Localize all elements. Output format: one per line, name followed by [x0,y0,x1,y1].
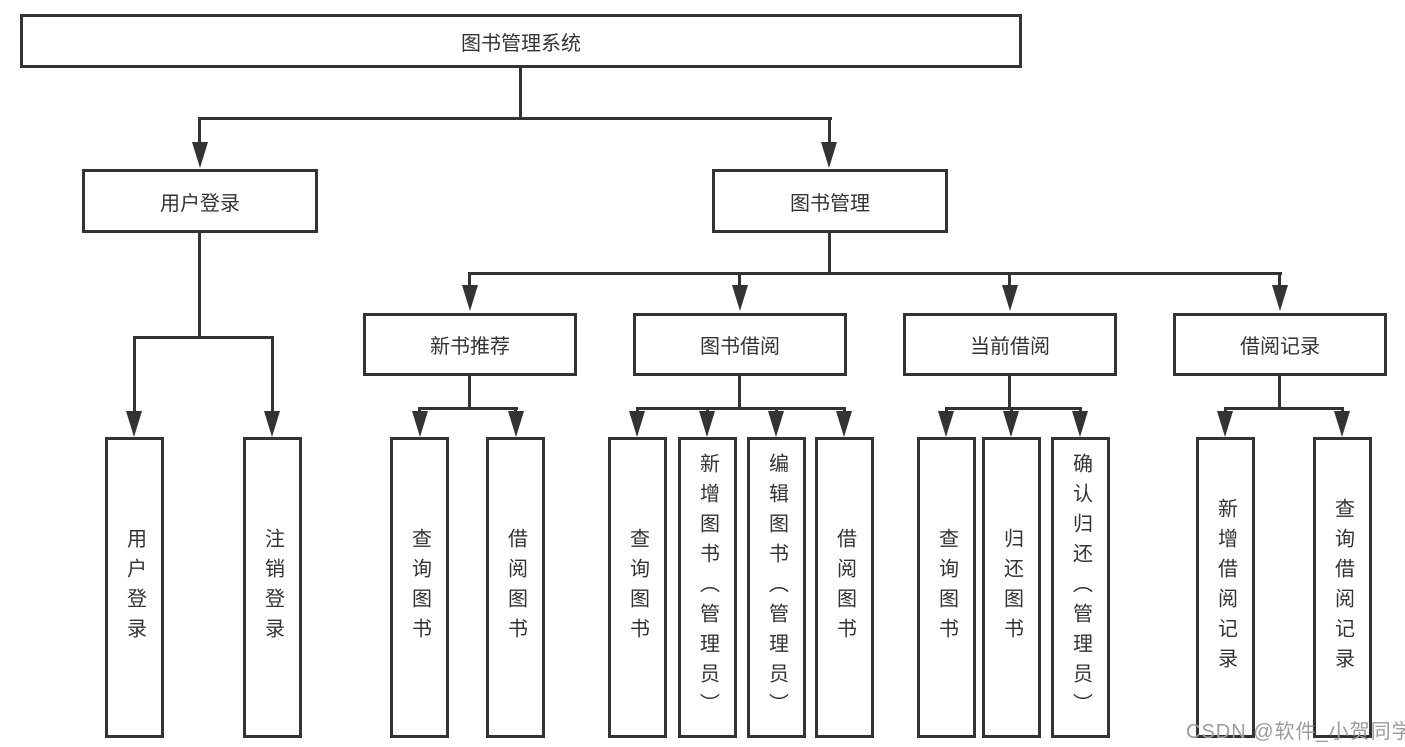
edge-leaf-drop [945,407,948,414]
node-label: 确认归还（管理员） [1069,452,1092,723]
edge-book-management-rail [468,272,1282,275]
arrowhead-new-book [462,285,478,311]
edge-leaf-drop [1079,407,1082,414]
node-label: 用户登录 [160,192,240,215]
node-label: 用户登录 [123,527,146,648]
edge-book-management-drop [828,117,831,144]
leaf-query-books-3: 查询图书 [917,437,976,738]
node-book-management-branch: 图书管理 [712,169,948,233]
node-label: 图书管理 [790,192,870,215]
node-label: 图书管理系统 [461,32,581,55]
node-label: 借阅图书 [504,527,527,648]
edge-leaf-drop [636,407,639,414]
arrowhead-leaf [836,411,852,437]
leaf-query-books-2: 查询图书 [608,437,667,738]
edge-borrow-records-drop [1278,272,1281,288]
leaf-user-login: 用户登录 [105,437,164,738]
node-label: 新增图书（管理员） [696,452,719,723]
arrowhead-leaf [938,411,954,437]
edge-borrow-records-rail [1224,407,1344,410]
node-label: 查询借阅记录 [1331,497,1354,678]
edge-book-borrow-drop [738,272,741,288]
arrowhead-leaf [508,411,524,437]
arrowhead-leaf [1003,411,1019,437]
edge-new-book-stem [468,376,471,409]
edge-login-leaf-drop [133,336,136,412]
arrowhead-book-management [821,142,837,168]
arrowhead-leaf [629,411,645,437]
node-current-borrowing: 当前借阅 [903,313,1117,376]
edge-borrow-records-stem [1278,376,1281,409]
node-label: 借阅记录 [1240,336,1320,358]
node-label: 新书推荐 [430,336,510,358]
edge-book-borrow-rail [636,407,846,410]
edge-root-stem [519,68,522,118]
arrowhead-logout-leaf [264,411,280,437]
edge-current-borrow-stem [1008,376,1011,409]
node-label: 查询图书 [935,527,958,648]
leaf-add-book-admin: 新增图书（管理员） [678,437,737,738]
node-label: 注销登录 [261,527,284,648]
node-label: 借阅图书 [833,527,856,648]
arrowhead-user-login [192,142,208,168]
node-label: 当前借阅 [970,336,1050,358]
edge-logout-leaf-drop [271,336,274,412]
edge-current-borrow-rail [945,407,1082,410]
leaf-logout: 注销登录 [243,437,302,738]
edge-user-login-stem [198,233,201,337]
arrowhead-leaf [768,411,784,437]
edge-root-rail [198,117,832,120]
node-borrowing-records: 借阅记录 [1173,313,1387,376]
node-label: 图书借阅 [700,336,780,358]
edge-book-management-stem [828,233,831,274]
arrowhead-leaf [699,411,715,437]
node-label: 查询图书 [408,527,431,648]
edge-new-book-drop [468,272,471,288]
leaf-add-borrow-record: 新增借阅记录 [1196,437,1255,738]
node-user-login-branch: 用户登录 [82,169,318,233]
edge-leaf-drop [1341,407,1344,414]
arrowhead-leaf [1334,411,1350,437]
edge-user-login-drop [198,117,201,144]
node-label: 归还图书 [1000,527,1023,648]
leaf-return-books: 归还图书 [982,437,1041,738]
edge-leaf-drop [706,407,709,414]
edge-current-borrow-drop [1008,272,1011,288]
edge-leaf-drop [843,407,846,414]
arrowhead-login-leaf [126,411,142,437]
arrowhead-leaf [1072,411,1088,437]
edge-leaf-drop [1010,407,1013,414]
leaf-borrow-books-2: 借阅图书 [815,437,874,738]
csdn-watermark: CSDN @软件_小贺同学 [1186,721,1405,743]
node-label: 查询图书 [626,527,649,648]
edge-leaf-drop [775,407,778,414]
arrowhead-current-borrow [1002,285,1018,311]
edge-new-book-rail [418,407,518,410]
leaf-confirm-return-admin: 确认归还（管理员） [1051,437,1110,738]
arrowhead-leaf [1217,411,1233,437]
edge-leaf-drop [1224,407,1227,414]
leaf-query-borrow-record: 查询借阅记录 [1313,437,1372,738]
leaf-borrow-books-1: 借阅图书 [486,437,545,738]
node-library-management-system: 图书管理系统 [20,14,1022,68]
arrowhead-book-borrow [732,285,748,311]
edge-book-borrow-stem [738,376,741,409]
leaf-query-books-1: 查询图书 [390,437,449,738]
node-label: 新增借阅记录 [1214,497,1237,678]
edge-user-login-rail [133,336,274,339]
node-label: 编辑图书（管理员） [765,452,788,723]
arrowhead-leaf [412,411,428,437]
edge-leaf-drop [514,407,517,414]
node-book-borrowing: 图书借阅 [633,313,847,376]
node-new-book-recommend: 新书推荐 [363,313,577,376]
edge-leaf-drop [418,407,421,414]
leaf-edit-book-admin: 编辑图书（管理员） [747,437,806,738]
arrowhead-borrow-records [1272,285,1288,311]
